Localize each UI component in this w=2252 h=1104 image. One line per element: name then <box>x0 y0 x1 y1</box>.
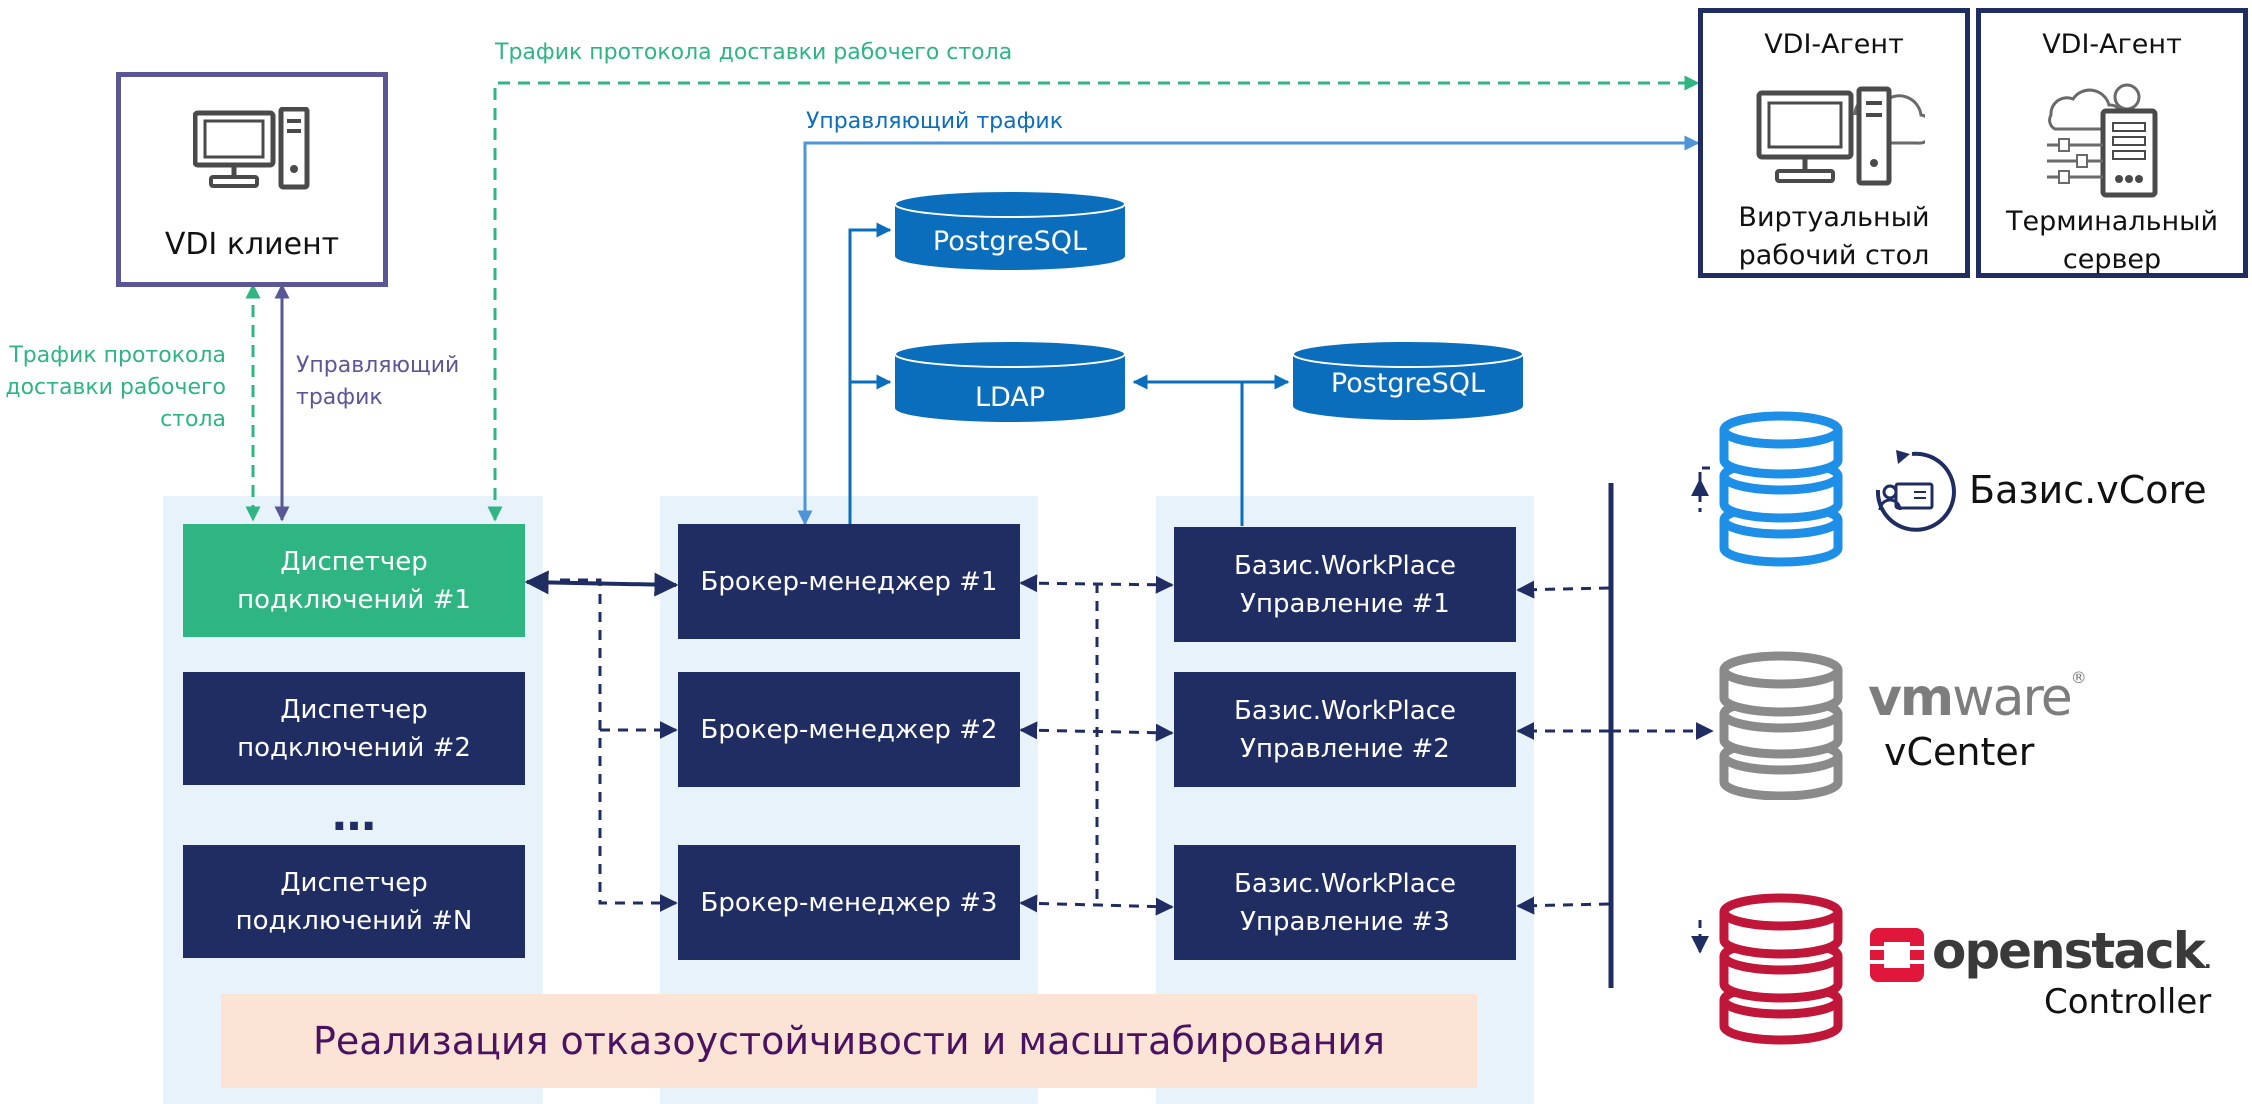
agent-title: VDI-Агент <box>1764 29 1904 60</box>
desktop-traffic-label: Трафик протокола доставки рабочего стола <box>495 40 1013 65</box>
agent-title: VDI-Агент <box>2042 29 2182 60</box>
workplace-label-line1: Базис.WorkPlace <box>1233 868 1456 899</box>
control-traffic-label: Управляющий трафик <box>806 109 1063 134</box>
agent-caption-line1: Терминальный <box>2005 206 2219 237</box>
workplace-label-line1: Базис.WorkPlace <box>1233 550 1456 581</box>
vcore-logo-icon <box>1875 450 1956 532</box>
openstack-database-stack-icon <box>1719 893 1843 1045</box>
agent-caption-line2: рабочий стол <box>1738 240 1930 271</box>
db-cylinder-icon <box>894 190 1126 270</box>
dispatcher-label-line1: Диспетчер <box>280 546 428 577</box>
agent-caption: Терминальный сервер <box>1981 203 2243 279</box>
db-label: PostgreSQL <box>1330 368 1486 399</box>
vdi-agent-terminal: VDI-Агент Терминальный сервер <box>1976 8 2248 278</box>
agent-caption-line2: сервер <box>2062 244 2162 275</box>
client-control-traffic-line1: Управляющий <box>296 353 460 378</box>
db-label: PostgreSQL <box>932 226 1088 257</box>
openstack-logo-icon <box>1870 928 1924 982</box>
broker-manager-2: Брокер-менеджер #2 <box>678 672 1020 787</box>
vmware-logo: vmware® <box>1868 668 2087 728</box>
workplace-label-line1: Базис.WorkPlace <box>1233 695 1456 726</box>
workplace-management-1: Базис.WorkPlace Управление #1 <box>1174 527 1516 642</box>
postgresql-db-2: PostgreSQL <box>1291 340 1525 422</box>
bus-workplace-1 <box>1516 580 1610 599</box>
dispatcher-label-line2: подключений #2 <box>237 732 471 763</box>
broker-manager-1: Брокер-менеджер #1 <box>678 524 1020 639</box>
client-desktop-traffic-line2: доставки рабочего <box>5 375 226 400</box>
broker-label: Брокер-менеджер #1 <box>700 566 998 597</box>
client-control-traffic-label: Управляющий трафик <box>296 350 459 414</box>
dispatcher-2: Диспетчер подключений #2 <box>183 672 525 785</box>
broker-workplace-3 <box>1019 894 1174 916</box>
vmware-vcenter-label: vCenter <box>1884 730 2035 774</box>
dispatcher-1: Диспетчер подключений #1 <box>183 524 525 637</box>
vdi-client-label: VDI клиент <box>164 227 340 262</box>
dispatcher-broker-dashed <box>560 578 678 912</box>
desktop-traffic-line <box>487 75 1700 522</box>
ellipsis: … <box>332 790 376 841</box>
vmware-logo-bold: vm <box>1868 668 1954 728</box>
vdi-agent-desktop: VDI-Агент Виртуальный рабочий стол <box>1698 8 1970 278</box>
banner-label: Реализация отказоустойчивости и масштаби… <box>312 1019 1386 1063</box>
client-desktop-traffic-line3: стола <box>160 407 226 432</box>
dispatcher-n: Диспетчер подключений #N <box>183 845 525 958</box>
fault-tolerance-banner: Реализация отказоустойчивости и масштаби… <box>221 994 1477 1088</box>
workplace-management-3: Базис.WorkPlace Управление #3 <box>1174 845 1516 960</box>
agent-caption: Виртуальный рабочий стол <box>1703 199 1965 275</box>
desktop-computer-icon <box>193 107 310 190</box>
workplace-label-line2: Управление #1 <box>1240 588 1450 619</box>
agent-caption-line1: Виртуальный <box>1738 202 1930 233</box>
db-label: LDAP <box>974 382 1046 413</box>
openstack-logo-text: openstack. <box>1932 922 2211 980</box>
cloud-computer-icon <box>1756 86 1925 186</box>
dispatcher-label-line2: подключений #N <box>235 905 473 936</box>
broker-label: Брокер-менеджер #2 <box>700 714 998 745</box>
vcore-database-stack-icon <box>1719 411 1843 567</box>
dispatcher-label-line1: Диспетчер <box>280 867 428 898</box>
vdi-client-box: VDI клиент <box>116 72 388 287</box>
broker-manager-3: Брокер-менеджер #3 <box>678 845 1020 960</box>
dispatcher-label-line2: подключений #1 <box>237 584 471 615</box>
vmware-database-stack-icon <box>1719 651 1843 800</box>
ldap-db: LDAP <box>893 340 1127 424</box>
dispatcher-label-line1: Диспетчер <box>280 694 428 725</box>
vcore-label: Базис.vCore <box>1969 468 2207 512</box>
workplace-label-line2: Управление #2 <box>1240 733 1450 764</box>
vmware-logo-light: ware <box>1952 668 2073 728</box>
openstack-logo-word: openstack <box>1932 922 2206 980</box>
workplace-label-line2: Управление #3 <box>1240 906 1450 937</box>
client-desktop-traffic-label: Трафик протокола доставки рабочего стола <box>0 340 226 436</box>
db-cylinder-icon <box>894 340 1126 422</box>
db-cylinder-icon <box>1292 340 1524 420</box>
postgresql-db-1: PostgreSQL <box>893 190 1127 272</box>
client-control-traffic-line2: трафик <box>296 385 383 410</box>
broker-label: Брокер-менеджер #3 <box>700 887 998 918</box>
client-desktop-traffic-line1: Трафик протокола <box>9 343 226 368</box>
broker-db-line <box>848 222 892 524</box>
control-traffic-line <box>797 135 1700 526</box>
bus-workplace-3 <box>1516 896 1610 915</box>
bus-vcore <box>1698 466 1712 480</box>
openstack-controller-label: Controller <box>2044 982 2212 1022</box>
workplace-management-2: Базис.WorkPlace Управление #2 <box>1174 672 1516 787</box>
terminal-server-icon <box>2047 83 2158 198</box>
